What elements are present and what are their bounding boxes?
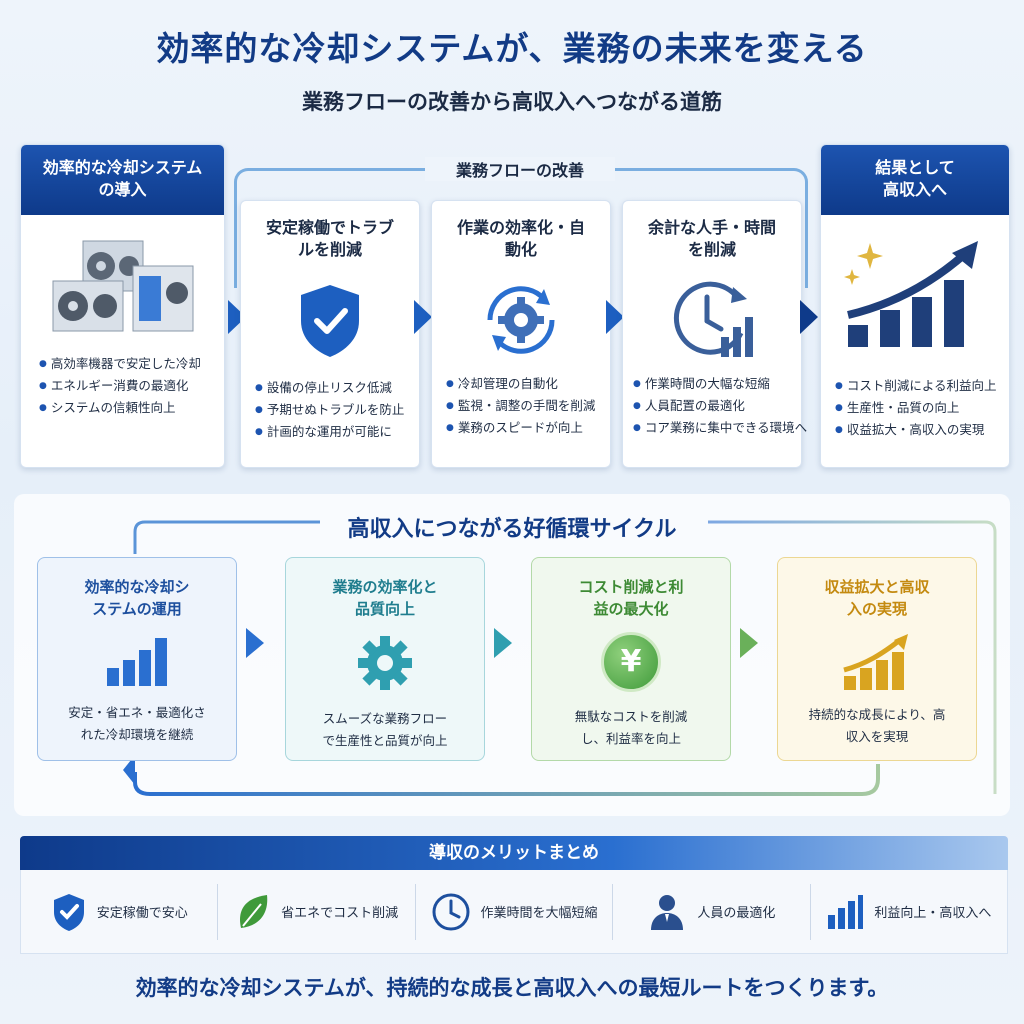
card-title: 作業の効率化・自動化 [456, 218, 585, 259]
page-subtitle: 業務フローの改善から高収入へつながる道筋 [302, 90, 722, 114]
bullet: 収益拡大・高収入の実現 [835, 419, 1009, 441]
summary-row: 安定稼働で安心 省エネでコスト削減 作業時間を大幅短縮 人員の最適化 利益向上・… [20, 870, 1008, 954]
bullet: コア業務に集中できる環境へ [633, 417, 807, 439]
person-icon [651, 894, 684, 930]
arrow-right-icon [246, 628, 264, 658]
card-title: 余計な人手・時間を削減 [647, 218, 776, 259]
page-title: 効率的な冷却システムが、業務の未来を変える [156, 29, 868, 68]
gear-icon [358, 636, 412, 690]
summary-item: 利益向上・高収入へ [811, 884, 1007, 940]
bullet: 人員配置の最適化 [633, 395, 801, 417]
gear-cycle-icon [487, 286, 555, 354]
arrow-right-icon [740, 628, 758, 658]
card-introduction-header: 効率的な冷却システムの導入 [21, 145, 224, 215]
cycle-card-text: 無駄なコストを削減し、利益率を向上 [574, 709, 688, 746]
arrow-right-icon [494, 628, 512, 658]
card-introduction: 効率的な冷却システムの導入 高効率機器で安定した冷却 エネルギー消費の最適化 シ… [20, 144, 225, 468]
cycle-card-revenue: 収益拡大と高収入の実現 持続的な成長により、高収入を実現 [777, 557, 977, 761]
leaf-icon [240, 894, 268, 928]
arrow-right-icon [800, 300, 818, 334]
bullet: 監視・調整の手間を削減 [446, 395, 610, 417]
cycle-card-operation: 効率的な冷却システムの運用 安定・省エネ・最適化された冷却環境を継続 [37, 557, 237, 761]
summary-label: 利益向上・高収入へ [874, 906, 992, 921]
summary-item: 人員の最適化 [613, 883, 811, 940]
flow-label: 業務フローの改善 [425, 157, 615, 181]
card-result-header: 結果として高収入へ [821, 145, 1009, 215]
cycle-card-text: 持続的な成長により、高収入を実現 [808, 707, 946, 744]
clock-icon [432, 893, 469, 930]
cooling-unit-icon [52, 240, 193, 332]
summary-item: 作業時間を大幅短縮 [416, 883, 614, 940]
cycle-card-cost: コスト削減と利益の最大化 ¥ 無駄なコストを削減し、利益率を向上 [531, 557, 731, 761]
shield-check-icon [301, 285, 359, 357]
clock-chart-icon [673, 281, 753, 357]
cycle-card-text: スムーズな業務フローで生産性と品質が向上 [322, 711, 448, 748]
growth-chart-icon [844, 241, 978, 347]
card-automation: 作業の効率化・自動化 冷却管理の自動化 監視・調整の手間を削減 業務のスピードが… [431, 200, 611, 468]
yen-coin-icon: ¥ [601, 632, 661, 692]
bullet: 設備の停止リスク低減 [255, 377, 419, 399]
summary-label: 人員の最適化 [697, 906, 776, 921]
gold-growth-chart-icon [843, 634, 908, 690]
bullet: 高効率機器で安定した冷却 [39, 353, 224, 375]
bullet: 計画的な運用が可能に [255, 421, 419, 443]
cycle-card-text: 安定・省エネ・最適化された冷却環境を継続 [68, 705, 206, 742]
bullet: 生産性・品質の向上 [835, 397, 1009, 419]
bullet: システムの信頼性向上 [39, 397, 224, 419]
bullet: コスト削減による利益向上 [835, 375, 1009, 397]
arrow-right-icon [414, 300, 432, 334]
cycle-card-efficiency: 業務の効率化と品質向上 スムーズな業務フローで生産性と品質が向上 [285, 557, 485, 761]
summary-label: 安定稼働で安心 [96, 906, 188, 921]
bullet: エネルギー消費の最適化 [39, 375, 224, 397]
bullet: 作業時間の大幅な短縮 [633, 373, 801, 395]
arrow-right-icon [606, 300, 624, 334]
cycle-loop-line [123, 520, 997, 796]
cycle-card-title: コスト削減と利益の最大化 [578, 578, 684, 618]
card-time-reduction: 余計な人手・時間を削減 作業時間の大幅な短縮 人員配置の最適化 コア業務に集中で… [622, 200, 807, 468]
bullet: 冷却管理の自動化 [446, 373, 610, 395]
summary-label: 作業時間を大幅短縮 [480, 906, 598, 921]
shield-check-icon [53, 893, 84, 931]
summary-item: 省エネでコスト削減 [218, 883, 416, 940]
cycle-card-title: 収益拡大と高収入の実現 [824, 578, 930, 618]
card-title: 安定稼働でトラブルを削減 [265, 218, 394, 259]
summary-item: 安定稼働で安心 [21, 883, 219, 940]
cycle-title: 高収入につながる好循環サイクル [347, 517, 677, 542]
card-stable-operation: 安定稼働でトラブルを削減 設備の停止リスク低減 予期せぬトラブルを防止 計画的な… [240, 200, 420, 468]
bullet: 業務のスピードが向上 [446, 417, 610, 439]
summary-header: 導収のメリットまとめ [20, 836, 1008, 870]
bar-chart-icon [107, 638, 167, 686]
summary-label: 省エネでコスト削減 [281, 906, 399, 921]
footer-message: 効率的な冷却システムが、持続的な成長と高収入への最短ルートをつくります。 [135, 976, 889, 1000]
bar-chart-icon [828, 894, 864, 929]
card-result: 結果として高収入へ コスト削減による利益向上 生産性・品質の向上 収益拡大・高収… [820, 144, 1010, 468]
cycle-card-title: 業務の効率化と品質向上 [332, 578, 438, 618]
cycle-card-title: 効率的な冷却システムの運用 [84, 578, 190, 618]
bullet: 予期せぬトラブルを防止 [255, 399, 419, 421]
